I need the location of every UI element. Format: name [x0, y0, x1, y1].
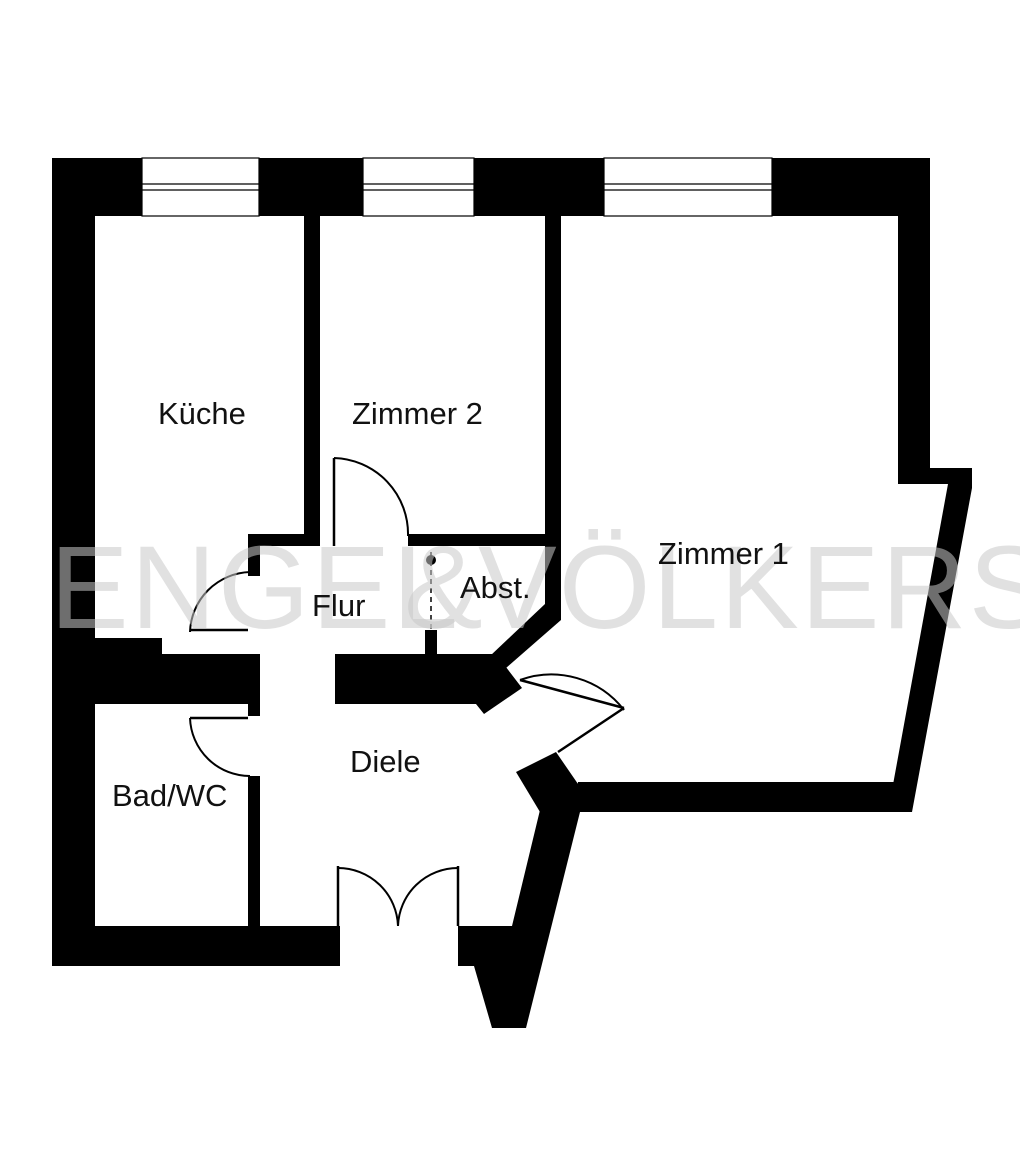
room-labels: Küche Zimmer 2 Zimmer 1 Flur Abst. Diele…: [112, 396, 789, 813]
label-bad: Bad/WC: [112, 778, 227, 813]
wall-kueche-zimmer2: [304, 216, 320, 536]
door-zimmer2: [332, 457, 410, 546]
wall-angle-lower: [516, 752, 580, 812]
door-entrance: [336, 866, 460, 927]
wall-abst-angle: [490, 604, 561, 668]
label-abst: Abst.: [460, 570, 531, 605]
window-zimmer2: [362, 157, 475, 217]
window-zimmer1: [603, 157, 773, 217]
door-bad: [189, 716, 251, 777]
interior-walls: [52, 216, 561, 928]
doors: [189, 457, 625, 927]
wall-zimmer2-bottom: [408, 534, 561, 546]
wall-zimmer1-bottom: [574, 782, 912, 812]
watermark: ENGEL & VÖLKERS: [50, 522, 1020, 654]
abst-opening: [426, 552, 436, 630]
wall-top-mid1: [259, 158, 363, 216]
window-kueche: [141, 157, 260, 217]
watermark-left: ENGEL: [50, 522, 460, 654]
wall-kueche-bottom: [248, 534, 320, 546]
wall-right-step: [888, 468, 972, 812]
wall-bad-right-top: [248, 704, 260, 716]
wall-bad-right: [248, 776, 260, 928]
windows: [141, 157, 773, 217]
wall-left: [52, 158, 95, 966]
label-zimmer2: Zimmer 2: [352, 396, 483, 431]
wall-bottom-left: [52, 926, 340, 966]
outer-walls: [52, 158, 972, 1028]
wall-kueche-right-lower: [248, 534, 260, 576]
wall-abst-left: [425, 630, 437, 660]
wall-bottom-right: [458, 810, 580, 1028]
label-kueche: Küche: [158, 396, 246, 431]
label-zimmer1: Zimmer 1: [658, 536, 789, 571]
wall-zimmer2-zimmer1: [545, 216, 561, 608]
wall-flur-diele: [335, 654, 522, 714]
label-diele: Diele: [350, 744, 421, 779]
watermark-right: VÖLKERS: [478, 522, 1020, 654]
door-kueche: [189, 571, 251, 633]
door-zimmer1: [519, 673, 625, 754]
wall-top-mid2: [474, 158, 604, 216]
label-flur: Flur: [312, 588, 365, 623]
wall-kueche-bad-b: [95, 654, 260, 704]
watermark-ampersand: &: [404, 522, 485, 654]
wall-right-upper: [898, 158, 930, 468]
